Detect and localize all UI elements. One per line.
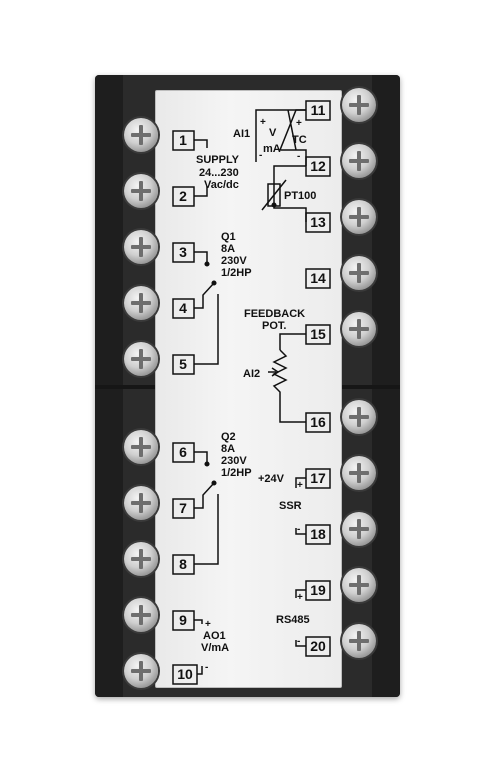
- terminal-number-9: 9: [179, 612, 187, 628]
- ai2-label: AI2: [243, 368, 260, 380]
- screw-11: [342, 88, 376, 122]
- terminal-number-18: 18: [310, 526, 326, 542]
- terminal-number-8: 8: [179, 556, 187, 572]
- tc-label: TC: [292, 134, 307, 146]
- pot-label: POT.: [262, 320, 286, 332]
- terminal-number-7: 7: [179, 500, 187, 516]
- terminal-box-13: [305, 212, 331, 233]
- ssr-minus-mark: -: [297, 524, 300, 535]
- supply-label: SUPPLY: [196, 154, 240, 166]
- v-label: V: [269, 127, 277, 139]
- terminal-number-5: 5: [179, 356, 187, 372]
- screw-7: [124, 486, 158, 520]
- supply-type-label: Vac/dc: [204, 179, 239, 191]
- screw-6: [124, 430, 158, 464]
- ai1-label: AI1: [233, 128, 250, 140]
- supply-range-label: 24...230: [199, 167, 239, 179]
- ai1-plus-mark: +: [260, 117, 266, 128]
- screw-19: [342, 568, 376, 602]
- q2-label: Q2: [221, 431, 236, 443]
- terminal-number-17: 17: [310, 470, 326, 486]
- q1-power-label: 1/2HP: [221, 267, 252, 279]
- screw-5: [124, 342, 158, 376]
- rs485-minus-mark: -: [297, 636, 300, 647]
- tc-plus-mark: +: [296, 118, 302, 129]
- screw-4: [124, 286, 158, 320]
- screw-2: [124, 174, 158, 208]
- ao1-label: AO1: [203, 630, 226, 642]
- q2-voltage-label: 230V: [221, 455, 247, 467]
- vma-label: V/mA: [201, 642, 229, 654]
- q1-label: Q1: [221, 231, 236, 243]
- pt100-label: PT100: [284, 190, 316, 202]
- terminal-number-13: 13: [310, 214, 326, 230]
- terminal-number-11: 11: [311, 102, 326, 118]
- q1-current-label: 8A: [221, 243, 235, 255]
- screw-9: [124, 598, 158, 632]
- ao1-minus-mark: -: [205, 662, 208, 673]
- terminal-number-1: 1: [179, 132, 187, 148]
- ssr-label: SSR: [279, 500, 302, 512]
- screw-13: [342, 200, 376, 234]
- screw-15: [342, 312, 376, 346]
- screw-1: [124, 118, 158, 152]
- ao1-plus-mark: +: [205, 619, 211, 630]
- terminal-number-3: 3: [179, 244, 187, 260]
- screw-10: [124, 654, 158, 688]
- q1-voltage-label: 230V: [221, 255, 247, 267]
- terminal-number-10: 10: [177, 666, 193, 682]
- q2-power-label: 1/2HP: [221, 467, 252, 479]
- screw-18: [342, 512, 376, 546]
- screw-20: [342, 624, 376, 658]
- plus24v-label: +24V: [258, 473, 285, 485]
- screw-16: [342, 400, 376, 434]
- rs485-label: RS485: [276, 614, 310, 626]
- terminal-number-15: 15: [310, 326, 326, 342]
- terminal-number-20: 20: [310, 638, 326, 654]
- terminal-number-4: 4: [179, 300, 187, 316]
- q2-current-label: 8A: [221, 443, 235, 455]
- terminal-number-2: 2: [179, 188, 187, 204]
- terminal-number-6: 6: [179, 444, 187, 460]
- screw-14: [342, 256, 376, 290]
- label-plate: [155, 90, 342, 688]
- ma-label: mA: [263, 143, 281, 155]
- screw-12: [342, 144, 376, 178]
- terminal-number-14: 14: [310, 270, 326, 286]
- feedback-label: FEEDBACK: [244, 308, 305, 320]
- ai1-minus-mark: -: [259, 150, 262, 161]
- terminal-box-14: [305, 268, 331, 289]
- terminal-number-16: 16: [310, 414, 326, 430]
- screw-17: [342, 456, 376, 490]
- screw-3: [124, 230, 158, 264]
- rs485-plus-mark: +: [297, 592, 303, 603]
- terminal-number-19: 19: [310, 582, 326, 598]
- ssr-plus-mark: +: [297, 480, 303, 491]
- tc-minus-mark: -: [297, 151, 300, 162]
- screw-8: [124, 542, 158, 576]
- terminal-number-12: 12: [310, 158, 326, 174]
